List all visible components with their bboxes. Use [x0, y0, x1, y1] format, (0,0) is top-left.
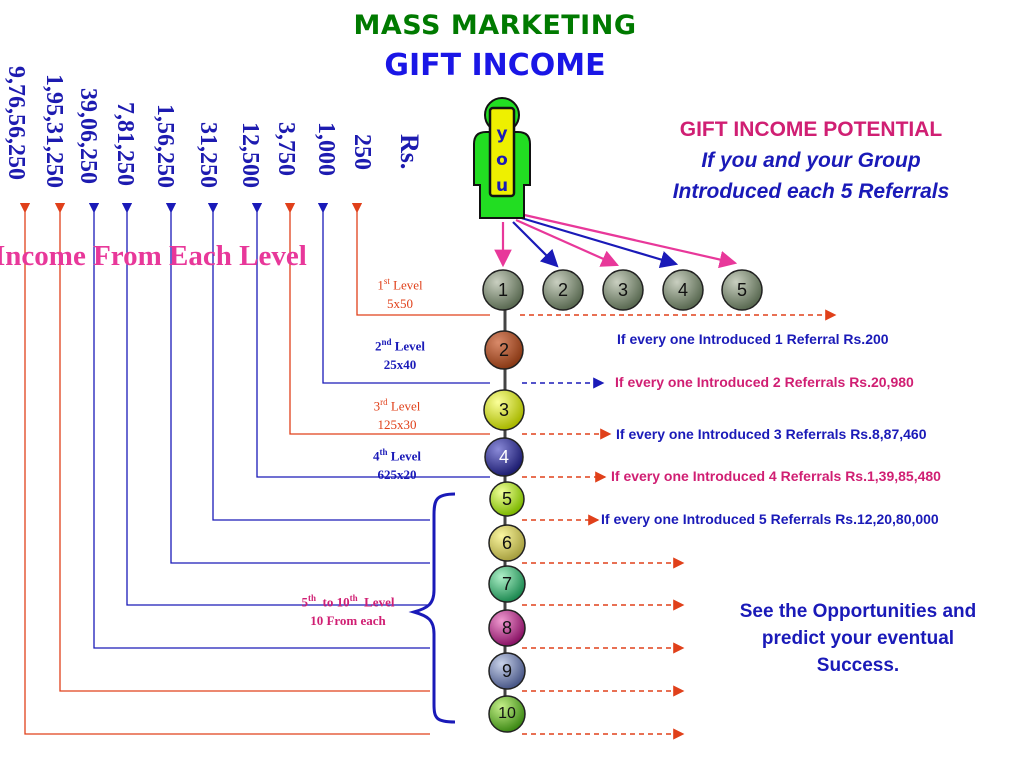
- level-income-7: 7,81,250: [112, 102, 138, 186]
- you-person-icon: [473, 97, 531, 219]
- connector-level-1: [351, 202, 490, 316]
- level-5-to-10-brace: [408, 492, 456, 724]
- level-income-8: 39,06,250: [75, 88, 101, 184]
- level-ball-label-4: 4: [498, 447, 509, 467]
- level-ball-label-2: 2: [498, 340, 509, 360]
- connector-level-6: [165, 202, 430, 564]
- referral-ball-1: [482, 269, 524, 311]
- connector-level-2: [317, 202, 490, 384]
- level-5-to-10-label: 5th to 10th Level 10 From each: [301, 593, 395, 629]
- connector-level-4: [251, 202, 490, 478]
- referral-note-4: If every one Introduced 4 Referrals Rs.1…: [611, 468, 941, 484]
- level-income-3: 3,750: [273, 122, 299, 176]
- connector-level-7: [121, 202, 430, 606]
- level-income-4: 12,500: [237, 122, 263, 188]
- referral-note-1: If every one Introduced 1 Referral Rs.20…: [617, 331, 889, 347]
- closing-line-1: See the Opportunities and: [739, 601, 977, 622]
- level-income-1: 250: [349, 134, 375, 170]
- level-ball-7: [488, 565, 526, 603]
- level-ball-9: [488, 652, 526, 690]
- level-income-2: 1,000: [313, 122, 339, 176]
- closing-message: See the Opportunities and predict your e…: [712, 598, 1004, 679]
- title-gift-income: GIFT INCOME: [384, 48, 606, 83]
- potential-heading: GIFT INCOME POTENTIAL: [679, 118, 943, 141]
- level-balls: [483, 330, 526, 733]
- potential-line-2: Introduced each 5 Referrals: [672, 180, 950, 203]
- referral-ball-4: [662, 269, 704, 311]
- potential-line-1: If you and your Group: [701, 149, 921, 172]
- currency-label: Rs.: [395, 134, 424, 170]
- level-income-9: 1,95,31,250: [41, 74, 67, 188]
- level-ball-label-3: 3: [498, 400, 509, 420]
- level-ball-10: [488, 695, 526, 733]
- referral-note-3: If every one Introduced 3 Referrals Rs.8…: [616, 426, 927, 442]
- level-ball-label-9: 9: [501, 661, 512, 681]
- you-letter-y: y: [496, 124, 508, 144]
- level-4-label: 4th Level 625x20: [372, 447, 422, 483]
- closing-line-3: Success.: [816, 655, 900, 676]
- referral-ball-3: [602, 269, 644, 311]
- referral-ball-label-3: 3: [617, 280, 628, 300]
- title-mass-marketing: MASS MARKETING: [353, 10, 637, 41]
- closing-line-2: predict your eventual: [761, 628, 955, 649]
- level-ball-label-10: 10: [498, 705, 516, 722]
- referral-ball-label-4: 4: [677, 280, 688, 300]
- connector-level-5: [207, 202, 430, 521]
- level-ball-2: [484, 330, 524, 370]
- level-ball-label-5: 5: [501, 489, 512, 509]
- connector-level-8: [88, 202, 430, 649]
- level-ball-5: [489, 481, 525, 517]
- level-3-label: 3rd Level 125x30: [373, 397, 421, 433]
- referral-ball-label-5: 5: [736, 280, 747, 300]
- level-ball-8: [488, 609, 526, 647]
- level-ball-label-8: 8: [501, 618, 512, 638]
- arrow-you-to-5: [519, 212, 738, 269]
- level-ball-3: [483, 389, 525, 431]
- arrow-you-to-4: [517, 215, 679, 269]
- level-1-label: 1st Level 5x50: [377, 276, 423, 312]
- connector-level-9: [54, 202, 430, 692]
- referral-balls: [482, 269, 763, 311]
- level-2-label: 2nd Level 25x40: [374, 337, 426, 373]
- referral-ball-label-2: 2: [557, 280, 568, 300]
- gift-income-potential-box: GIFT INCOME POTENTIAL If you and your Gr…: [630, 114, 992, 207]
- referral-note-5: If every one Introduced 5 Referrals Rs.1…: [601, 511, 939, 527]
- level-ball-4: [484, 437, 524, 477]
- arrow-you-to-2: [512, 221, 559, 268]
- referral-ball-5: [721, 269, 763, 311]
- connector-level-10: [19, 202, 430, 735]
- level-ball-label-6: 6: [501, 533, 512, 553]
- income-from-each-level-heading: Income From Each Level: [0, 240, 307, 272]
- arrow-you-to-3: [515, 218, 620, 267]
- level-income-6: 1,56,250: [152, 104, 178, 188]
- level-income-10: 9,76,56,250: [3, 66, 29, 180]
- referral-note-2: If every one Introduced 2 Referrals Rs.2…: [615, 374, 914, 390]
- level-ball-6: [488, 524, 526, 562]
- referral-ball-label-1: 1: [497, 280, 508, 300]
- you-letter-o: o: [496, 150, 508, 170]
- connector-level-3: [284, 202, 490, 435]
- referral-ball-2: [542, 269, 584, 311]
- you-letter-u: u: [495, 176, 509, 196]
- level-ball-label-7: 7: [501, 574, 512, 594]
- level-income-5: 31,250: [195, 122, 221, 188]
